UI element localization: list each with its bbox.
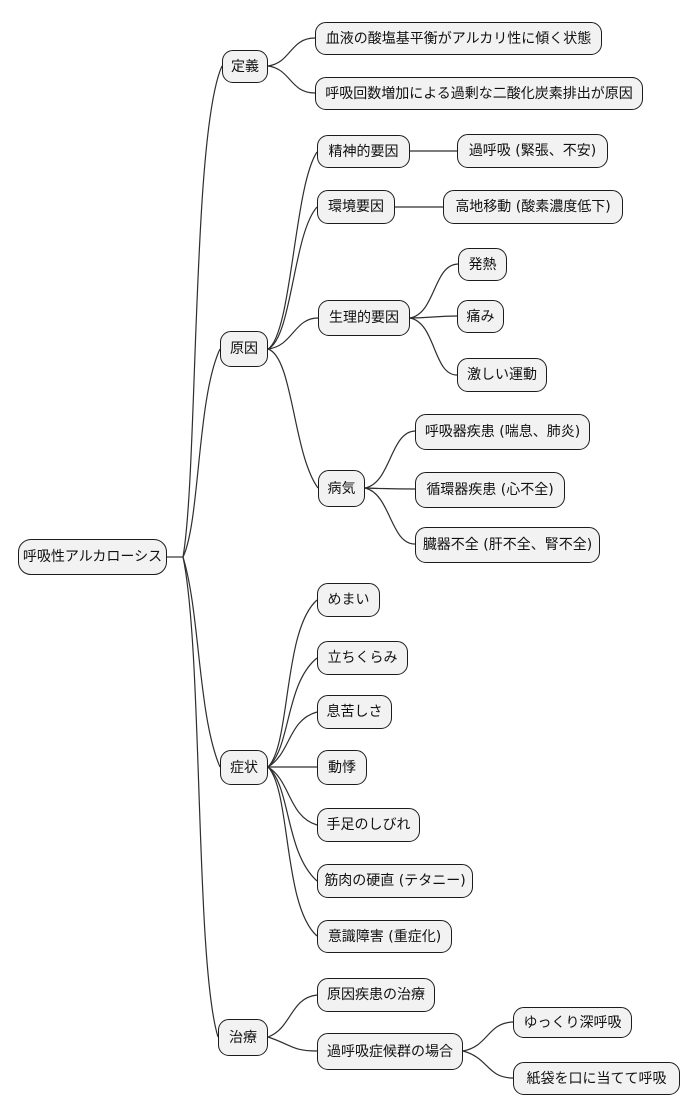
edge-root-treatment	[182, 556, 219, 1038]
edge-definition-state	[267, 37, 316, 67]
node-palpitations: 動悸	[317, 750, 367, 785]
node-intense-exercise: 激しい運動	[457, 358, 547, 392]
node-root: 呼吸性アルカローシス	[18, 539, 167, 575]
edge-physiological-pain	[409, 315, 458, 319]
node-symptoms: 症状	[220, 750, 268, 785]
node-definition: 定義	[222, 50, 268, 83]
edge-causes-physiological	[267, 317, 319, 350]
node-breathlessness: 息苦しさ	[317, 695, 392, 729]
edge-disease-respiratory	[364, 430, 416, 489]
node-respiratory-disease: 呼吸器疾患 (喘息、肺炎)	[415, 414, 590, 450]
node-circulatory-disease: 循環器疾患 (心不全)	[415, 472, 565, 508]
node-definition-cause: 呼吸回数増加による過剰な二酸化炭素排出が原因	[315, 77, 643, 110]
node-treatment: 治療	[218, 1019, 268, 1056]
node-environmental-factor: 環境要因	[317, 190, 395, 224]
node-dizziness: めまい	[317, 583, 380, 617]
node-consciousness-disorder: 意識障害 (重症化)	[317, 920, 452, 953]
node-psychological-factor: 精神的要因	[317, 135, 410, 168]
node-definition-state: 血液の酸塩基平衡がアルカリ性に傾く状態	[315, 22, 602, 55]
edge-hvs-deep-breathing	[462, 1021, 514, 1052]
edge-symptoms-breathlessness	[267, 711, 318, 768]
node-high-altitude: 高地移動 (酸素濃度低下)	[443, 190, 623, 224]
edge-physiological-exercise	[409, 317, 458, 376]
edge-hvs-paper-bag	[462, 1050, 514, 1079]
edge-symptoms-numbness	[267, 766, 318, 826]
node-muscle-tetany: 筋肉の硬直 (テタニー)	[317, 864, 473, 898]
edge-causes-environmental	[267, 206, 318, 350]
node-limb-numbness: 手足のしびれ	[317, 808, 420, 842]
edge-causes-psychological	[267, 151, 318, 350]
node-organ-failure: 臓器不全 (肝不全、腎不全)	[415, 527, 600, 563]
edge-root-definition	[182, 65, 223, 558]
node-physiological-factor: 生理的要因	[318, 300, 410, 336]
node-lightheadedness: 立ちくらみ	[317, 641, 408, 675]
node-disease: 病気	[318, 470, 365, 507]
edge-causes-disease	[267, 348, 319, 489]
node-causes: 原因	[220, 331, 268, 367]
edge-disease-circulatory	[364, 487, 416, 490]
node-hyperventilation-syndrome-case: 過呼吸症候群の場合	[317, 1033, 463, 1070]
node-slow-deep-breathing: ゆっくり深呼吸	[513, 1007, 632, 1038]
node-treat-underlying-disease: 原因疾患の治療	[317, 978, 435, 1012]
node-fever: 発熱	[458, 248, 507, 281]
node-paper-bag-breathing: 紙袋を口に当てて呼吸	[513, 1062, 680, 1095]
edge-root-causes	[182, 348, 221, 558]
edge-disease-organ-failure	[364, 487, 416, 545]
node-hyperventilation: 過呼吸 (緊張、不安)	[457, 134, 608, 168]
edge-symptoms-dizziness	[267, 599, 318, 768]
edge-treatment-hvs	[267, 1036, 318, 1052]
edge-physiological-fever	[409, 263, 459, 319]
edge-definition-cause	[267, 65, 316, 94]
edge-root-symptoms	[182, 556, 221, 768]
node-pain: 痛み	[457, 300, 504, 333]
edge-symptoms-tetany	[267, 766, 318, 882]
edge-symptoms-consciousness	[267, 766, 318, 937]
edge-symptoms-lightheadedness	[267, 657, 318, 768]
edge-treatment-underlying	[267, 994, 318, 1038]
